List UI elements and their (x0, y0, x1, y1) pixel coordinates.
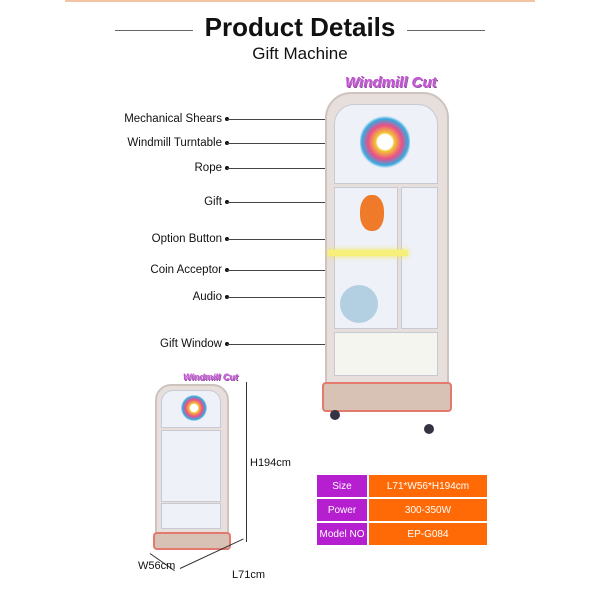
callout-line (227, 270, 377, 271)
page-subtitle: Gift Machine (252, 44, 348, 63)
gift-plush (360, 195, 384, 231)
callout-line (227, 202, 367, 203)
callout-line (227, 239, 342, 240)
height-dimension-line (246, 382, 247, 542)
option-button-light (328, 250, 408, 256)
spec-key: Power (317, 499, 367, 521)
title-rule-right (407, 30, 485, 31)
windmill-turntable (360, 108, 410, 176)
machine-logo: Windmill Cut (345, 74, 437, 91)
label-gift: Gift (204, 196, 222, 208)
label-rope: Rope (194, 162, 223, 174)
spec-key: Model NO (317, 523, 367, 545)
label-windmill-turntable: Windmill Turntable (127, 137, 222, 149)
callout-line (227, 344, 347, 345)
spec-value: EP-G084 (369, 523, 487, 545)
callout-line (227, 143, 362, 144)
label-option-button: Option Button (151, 233, 222, 245)
spec-key: Size (317, 475, 367, 497)
width-label: W56cm (138, 560, 176, 572)
machine-base (322, 382, 452, 412)
label-audio: Audio (192, 291, 222, 303)
callout-line (227, 168, 377, 169)
audio-speaker (340, 285, 378, 323)
spec-value: 300-350W (369, 499, 487, 521)
gift-window (334, 332, 438, 376)
page-title: Product Details (204, 12, 396, 42)
spec-value: L71*W56*H194cm (369, 475, 487, 497)
wheel (330, 410, 340, 420)
label-gift-window: Gift Window (160, 338, 222, 350)
title-rule-left (115, 30, 193, 31)
label-mechanical-shears: Mechanical Shears (124, 113, 222, 125)
wheel (424, 424, 434, 434)
length-label: L71cm (232, 569, 266, 581)
top-divider (65, 0, 535, 2)
callout-line (227, 297, 347, 298)
machine-logo-small: Windmill Cut (183, 372, 238, 382)
callout-line (227, 119, 385, 120)
label-coin-acceptor: Coin Acceptor (150, 264, 222, 276)
height-label: H194cm (250, 457, 291, 469)
